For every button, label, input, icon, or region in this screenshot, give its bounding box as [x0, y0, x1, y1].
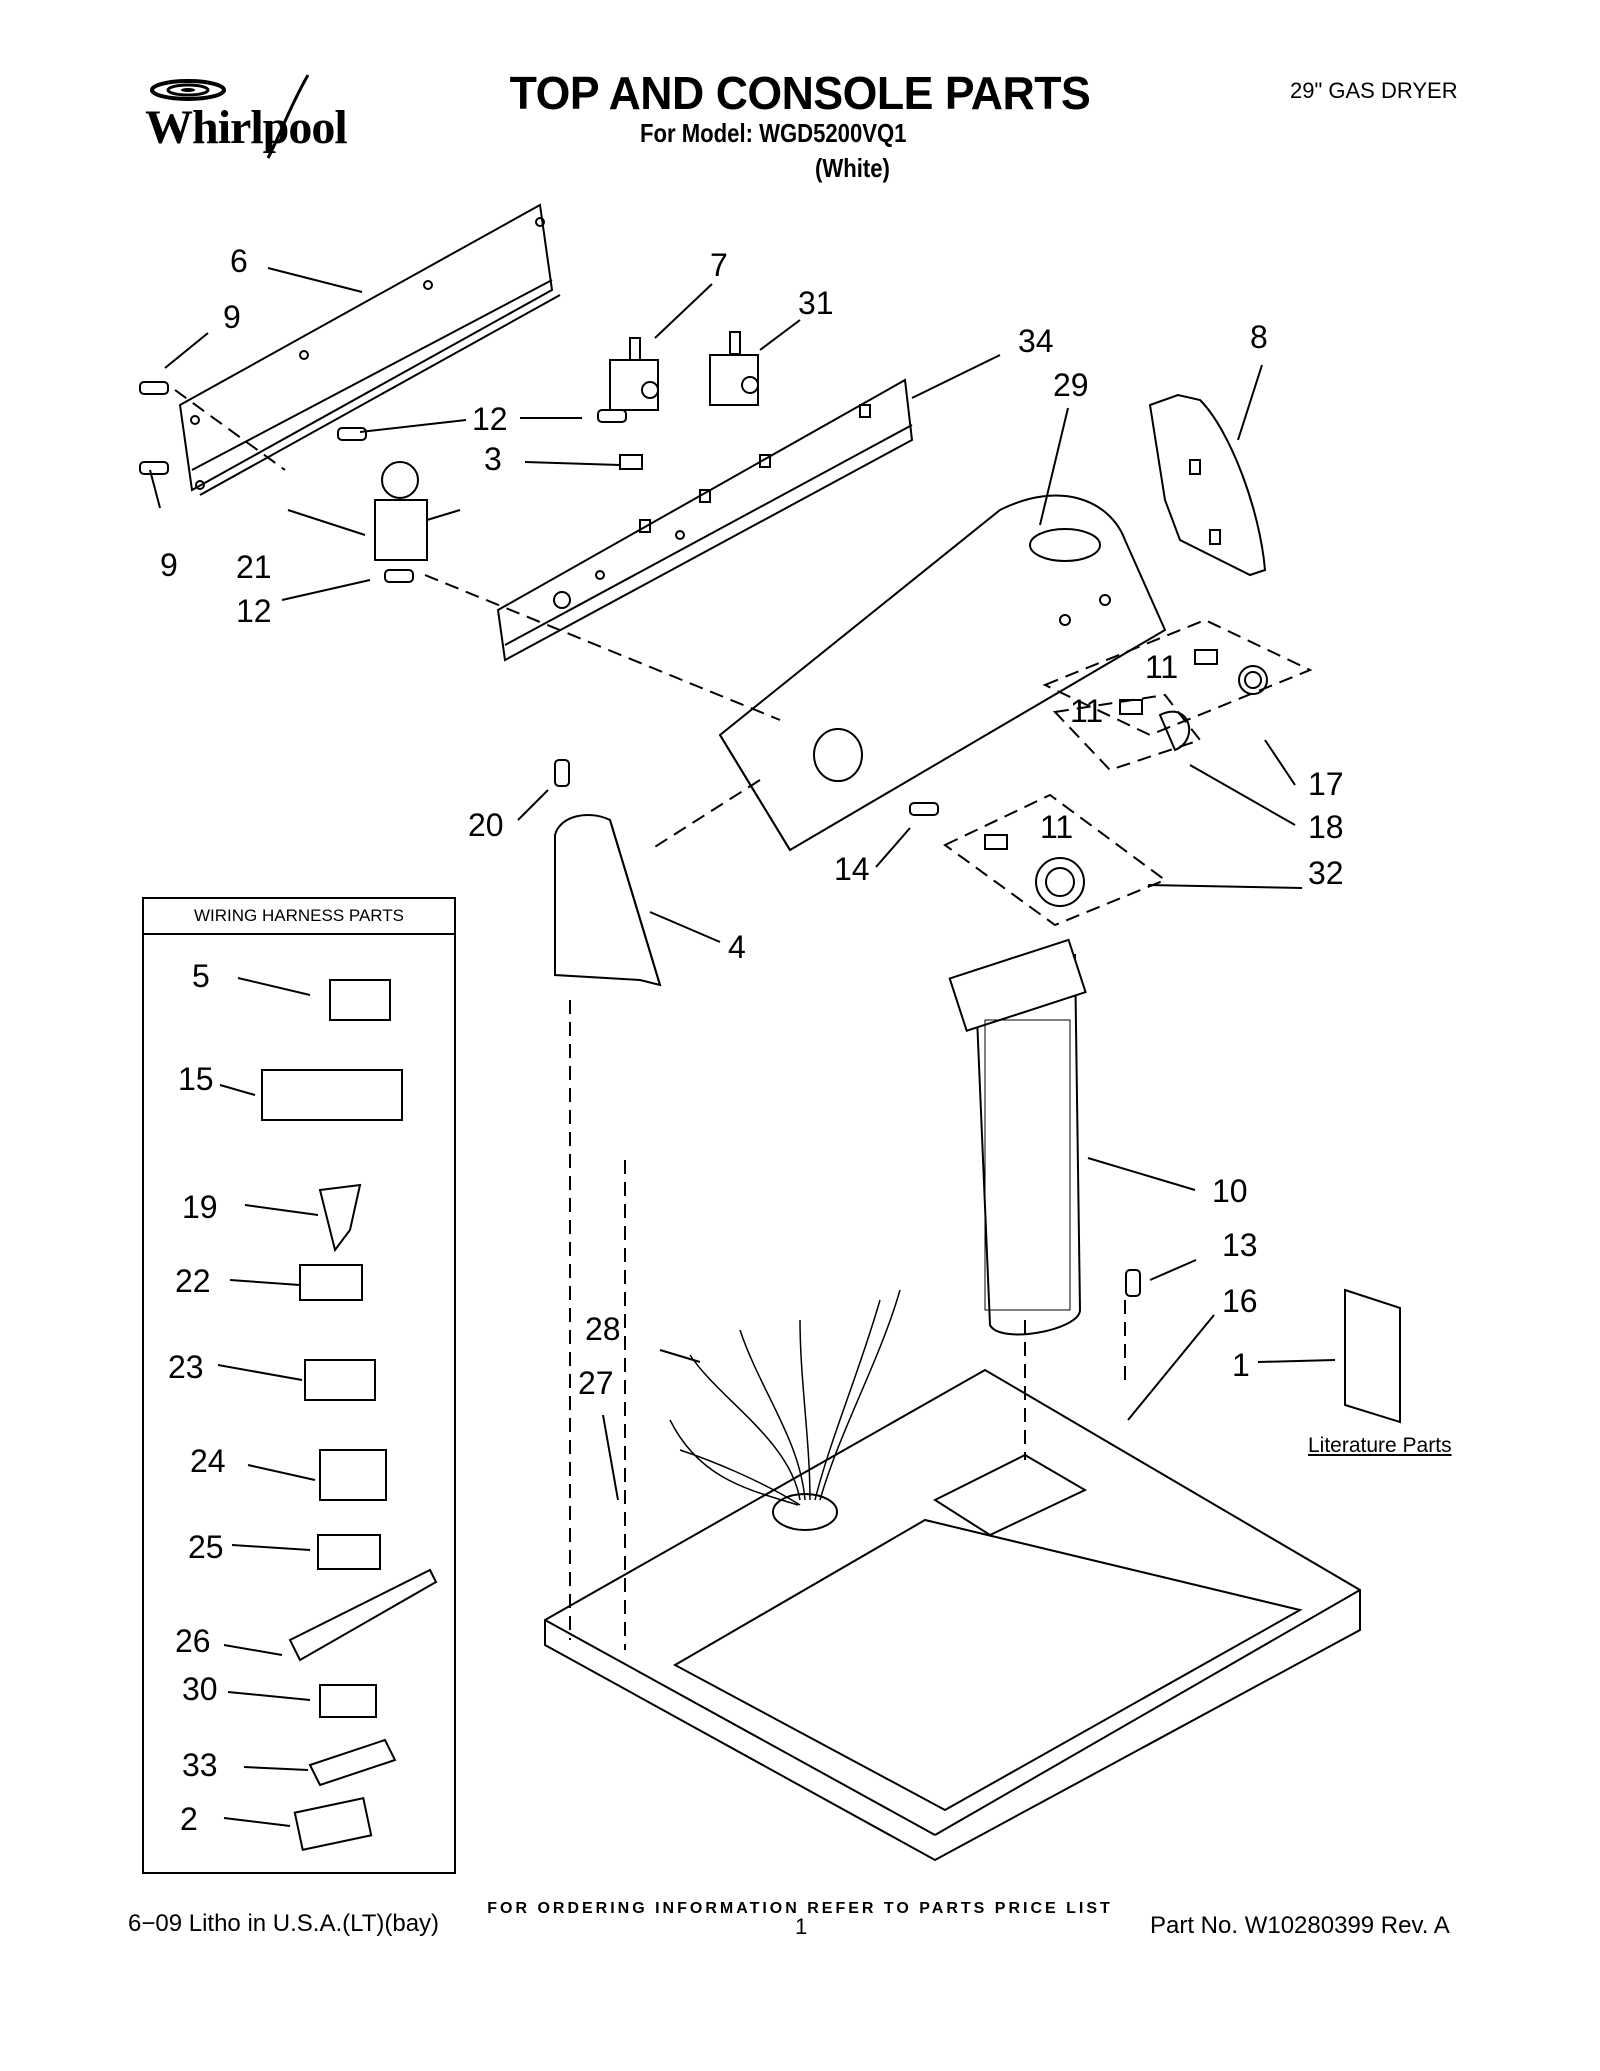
callout-28: 28: [585, 1311, 621, 1347]
callout-32: 32: [1308, 855, 1344, 891]
callout-12-mid: 12: [472, 401, 508, 437]
literature-parts-label: Literature Parts: [1308, 1434, 1452, 1457]
litho-note: 6−09 Litho in U.S.A.(LT)(bay): [128, 1910, 440, 1937]
console-panel-part: [718, 494, 1167, 852]
callout-22: 22: [175, 1263, 211, 1299]
callout-9-top: 9: [223, 299, 241, 335]
timer-part: [374, 461, 461, 561]
color-note: (White): [815, 153, 890, 183]
callout-4: 4: [728, 929, 746, 965]
wire-harness-part: [669, 1289, 901, 1506]
callout-30: 30: [182, 1671, 218, 1707]
clip-part: [619, 454, 643, 470]
callout-9-bottom: 9: [160, 547, 178, 583]
model-line: For Model: WGD5200VQ1: [640, 118, 907, 148]
callout-13: 13: [1222, 1227, 1258, 1263]
callout-31: 31: [798, 285, 834, 321]
alignment-lines: [174, 389, 1313, 1650]
wiring-harness-box: WIRING HARNESS PARTS: [142, 897, 456, 1874]
callout-20: 20: [468, 807, 504, 843]
screws: [139, 381, 1141, 1297]
callout-25: 25: [188, 1529, 224, 1565]
callout-11-lower: 11: [1040, 809, 1073, 845]
part-number: Part No. W10280399 Rev. A: [1150, 1912, 1450, 1939]
callout-1: 1: [1232, 1347, 1250, 1383]
callout-10: 10: [1212, 1173, 1248, 1209]
callout-12-low: 12: [236, 593, 272, 629]
callout-23: 23: [168, 1349, 204, 1385]
callout-21: 21: [236, 549, 272, 585]
product-type: 29" GAS DRYER: [1290, 78, 1458, 103]
callout-27: 27: [578, 1365, 614, 1401]
right-end-cap-part: [1148, 393, 1267, 577]
callout-19: 19: [182, 1189, 218, 1225]
callout-14: 14: [834, 851, 870, 887]
callout-3: 3: [484, 441, 502, 477]
brand-logo: Whirlpool: [145, 101, 348, 154]
literature-pack-part: [1344, 1288, 1401, 1424]
console-back-panel-part: [496, 378, 914, 662]
harness-small-parts: [261, 979, 438, 1852]
callout-29: 29: [1053, 367, 1089, 403]
leader-lines: [149, 267, 1336, 1827]
callout-17: 17: [1308, 766, 1344, 802]
callout-16: 16: [1222, 1283, 1258, 1319]
callout-7: 7: [710, 247, 728, 283]
callout-6: 6: [230, 243, 248, 279]
dryer-top-part: [544, 1368, 1361, 1862]
callout-34: 34: [1018, 323, 1054, 359]
callout-26: 26: [175, 1623, 211, 1659]
switch-part-31: [709, 331, 759, 406]
knob-parts: [984, 649, 1268, 907]
callout-15: 15: [178, 1061, 214, 1097]
callout-24: 24: [190, 1443, 226, 1479]
rear-bracket-part: [178, 203, 561, 496]
callout-5: 5: [192, 958, 210, 994]
whirlpool-logo-swirl-icon: [150, 74, 310, 159]
page-title: TOP AND CONSOLE PARTS: [509, 67, 1091, 119]
page-number: 1: [795, 1914, 808, 1939]
ordering-note: FOR ORDERING INFORMATION REFER TO PARTS …: [487, 1900, 1113, 1917]
callout-2: 2: [180, 1801, 198, 1837]
callout-8: 8: [1250, 319, 1268, 355]
callout-11-middle: 11: [1070, 693, 1103, 729]
switch-part-7: [609, 337, 659, 411]
left-end-cap-part: [554, 814, 662, 987]
lint-screen-part: [948, 938, 1087, 1336]
callout-11-upper: 11: [1145, 649, 1178, 685]
wiring-harness-title: WIRING HARNESS PARTS: [144, 899, 454, 935]
callout-18: 18: [1308, 809, 1344, 845]
callout-33: 33: [182, 1747, 218, 1783]
